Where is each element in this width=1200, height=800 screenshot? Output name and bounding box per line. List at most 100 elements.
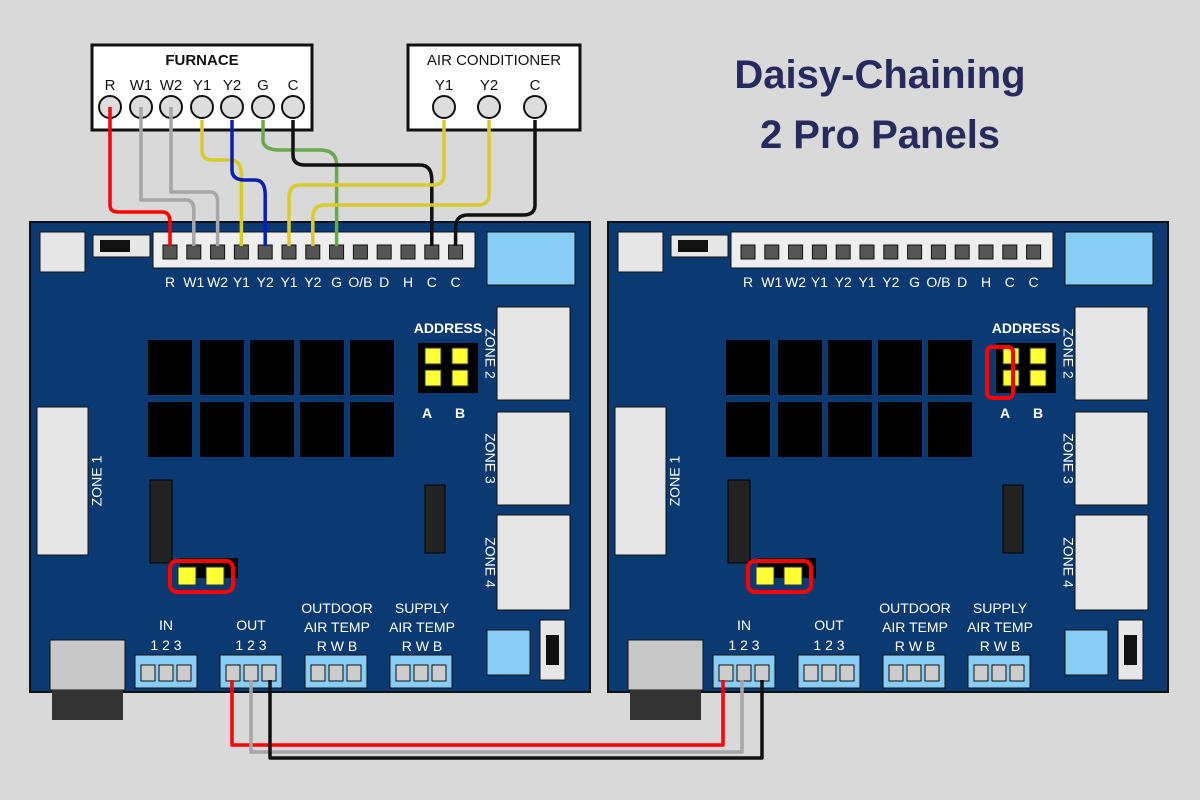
screw-terminal: [176, 664, 192, 682]
furnace-terminal-label: R: [105, 77, 116, 94]
thermostat-terminal: [448, 244, 464, 260]
screw-terminal: [328, 664, 344, 682]
address-b-label: B: [455, 405, 465, 421]
relay: [148, 402, 192, 457]
terminal-label: G: [909, 274, 920, 290]
address-jumper: [424, 369, 442, 387]
outdoor-air-temp-label: AIR TEMP: [882, 619, 948, 635]
terminal-label: W2: [785, 274, 806, 290]
thermostat-terminal: [740, 244, 756, 260]
thermostat-terminal: [186, 244, 202, 260]
supply-rwb-label: R W B: [980, 638, 1020, 654]
terminal-label: Y1: [811, 274, 828, 290]
terminal-label: H: [403, 274, 413, 290]
relay: [878, 340, 922, 395]
supply-label: SUPPLY: [395, 600, 450, 616]
address-jumper: [424, 347, 442, 365]
furnace-terminal-label: Y1: [193, 77, 211, 94]
terminal-label: W1: [761, 274, 782, 290]
screw-terminal: [1009, 664, 1025, 682]
rj-jack-body: [630, 690, 701, 720]
daisy-jumper: [177, 566, 197, 586]
wire-r: [108, 107, 172, 246]
terminal-label: Y2: [304, 274, 321, 290]
relay: [828, 340, 872, 395]
connector-block: [486, 629, 531, 676]
screw-terminal: [736, 664, 752, 682]
screw-terminal: [888, 664, 904, 682]
thermostat-terminal: [305, 244, 321, 260]
zone-1-label: ZONE 1: [89, 456, 105, 507]
terminal-label: D: [957, 274, 967, 290]
in-label: IN: [737, 617, 751, 633]
ac-terminal-label: Y2: [480, 77, 498, 94]
zone-2-label: ZONE 2: [1060, 328, 1076, 379]
outdoor-rwb-label: R W B: [895, 638, 935, 654]
terminal-label: G: [331, 274, 342, 290]
relay: [250, 402, 294, 457]
title-line-2: 2 Pro Panels: [760, 113, 1000, 157]
ac-terminal-label: Y1: [435, 77, 453, 94]
terminal-label: O/B: [348, 274, 372, 290]
out-label: OUT: [236, 617, 266, 633]
furnace-label: FURNACE: [165, 52, 238, 69]
relay: [350, 402, 394, 457]
terminal-label: C: [1029, 274, 1039, 290]
relay: [828, 402, 872, 457]
thermostat-terminal: [210, 244, 226, 260]
outdoor-label: OUTDOOR: [879, 600, 951, 616]
address-label: ADDRESS: [414, 320, 482, 336]
relay: [350, 340, 394, 395]
screw-terminal: [140, 664, 156, 682]
address-jumper: [1029, 347, 1047, 365]
screw-terminal: [718, 664, 734, 682]
screw-terminal: [991, 664, 1007, 682]
furnace-terminal: [190, 95, 214, 119]
wire-ac-y2: [311, 120, 491, 246]
terminal-label: R: [165, 274, 175, 290]
daisy-wire-2: [249, 680, 744, 754]
zone-3-connector: [1074, 411, 1149, 506]
thermostat-terminal: [1026, 244, 1042, 260]
chip: [149, 479, 173, 564]
screw-terminal: [803, 664, 819, 682]
furnace-terminal-label: W2: [160, 77, 183, 94]
in-pins-label: 1 2 3: [150, 637, 181, 653]
terminal-label: R: [743, 274, 753, 290]
screw-terminal: [839, 664, 855, 682]
relay: [148, 340, 192, 395]
screw-terminal: [973, 664, 989, 682]
wire-c: [291, 120, 434, 246]
power-block: [617, 231, 664, 273]
wire-w2: [169, 107, 220, 246]
wire-y2: [230, 120, 267, 246]
screw-terminal: [395, 664, 411, 682]
screw-terminal: [158, 664, 174, 682]
ac-terminal: [523, 95, 547, 119]
thermostat-terminal: [788, 244, 804, 260]
relay: [200, 402, 244, 457]
daisy-jumper: [755, 566, 775, 586]
thermostat-terminal: [400, 244, 416, 260]
in-pins-label: 1 2 3: [728, 637, 759, 653]
furnace-terminal-label: W1: [130, 77, 153, 94]
zone-2-connector: [1074, 306, 1149, 401]
thermostat-terminal: [954, 244, 970, 260]
rj-jack-body: [52, 690, 123, 720]
dip-switch-knob: [546, 635, 559, 665]
screw-terminal: [906, 664, 922, 682]
relay: [726, 340, 770, 395]
terminal-label: Y2: [835, 274, 852, 290]
zone-4-connector: [496, 514, 571, 611]
supply-air-temp-label: AIR TEMP: [967, 619, 1033, 635]
power-block: [39, 231, 86, 273]
relay: [250, 340, 294, 395]
screw-terminal: [754, 664, 770, 682]
terminal-label: Y1: [858, 274, 875, 290]
address-a-label: A: [1000, 405, 1010, 421]
thermostat-terminal: [233, 244, 249, 260]
chip: [424, 484, 446, 554]
